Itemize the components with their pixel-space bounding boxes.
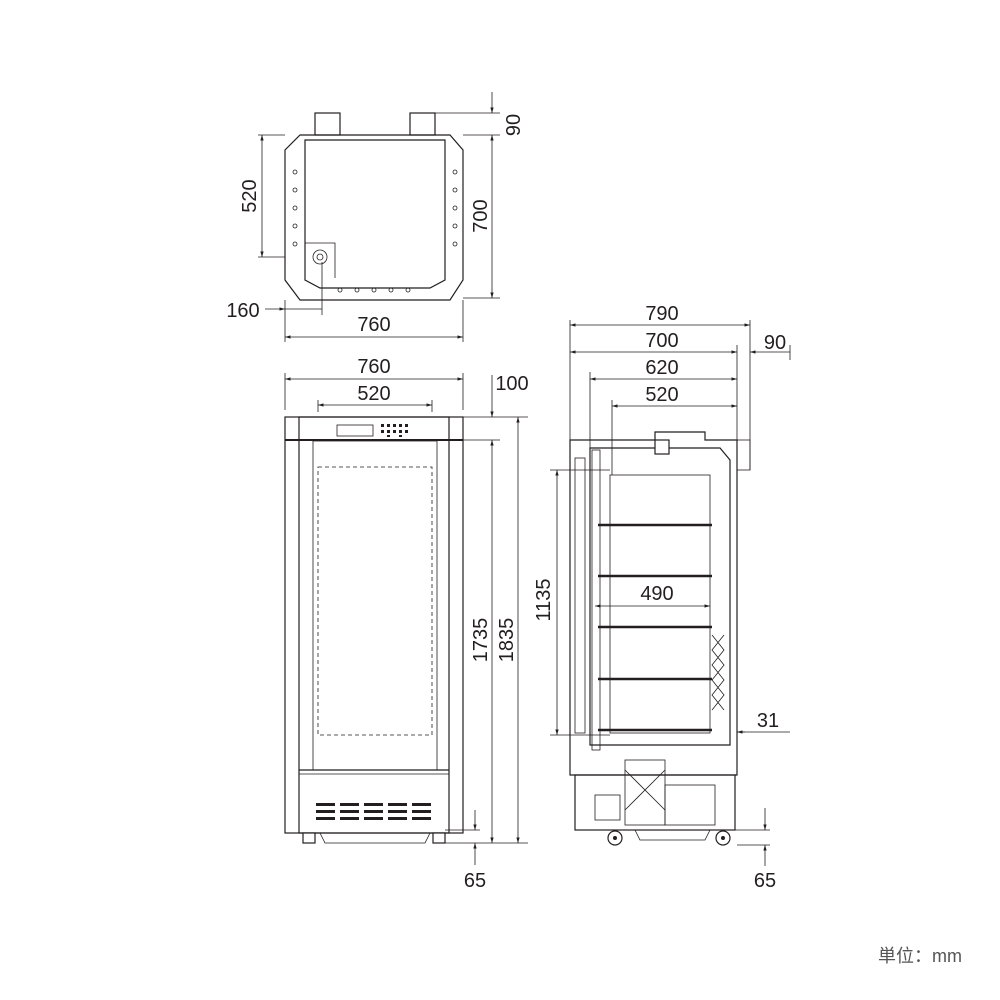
foot <box>302 832 316 844</box>
unit-label: 単位：mm <box>878 946 962 966</box>
dim-label: 1135 <box>533 578 555 621</box>
side-view: 790 700 90 620 520 1135 490 31 65 <box>533 303 791 892</box>
front-view: 760 520 100 1735 1835 65 <box>284 356 529 892</box>
dim-label: 520 <box>645 384 678 406</box>
dim-label: 760 <box>357 314 390 336</box>
door-edge <box>574 457 586 734</box>
vent-grille <box>316 803 431 820</box>
top-body-outline <box>284 134 464 301</box>
dim-label: 90 <box>764 332 786 354</box>
pipe-left <box>314 112 341 136</box>
dim-label: 700 <box>645 330 678 352</box>
dim-label: 520 <box>357 383 390 405</box>
dim-label: 160 <box>226 300 259 322</box>
dim-label: 65 <box>464 870 486 892</box>
fan <box>654 439 670 455</box>
dim-label: 620 <box>645 357 678 379</box>
dim-label: 1835 <box>496 618 518 663</box>
dim-label: 1735 <box>470 618 492 663</box>
top-view: 90 700 520 160 760 <box>226 92 525 342</box>
dim-label: 520 <box>239 179 261 212</box>
dim-label: 65 <box>754 870 776 892</box>
dim-label: 700 <box>470 199 492 232</box>
duct <box>591 449 601 751</box>
shelves <box>598 523 712 732</box>
pipe-right <box>409 112 436 136</box>
hole-row <box>292 169 458 293</box>
dim-label: 100 <box>495 373 528 395</box>
dim-label: 790 <box>645 303 678 325</box>
dim-label: 90 <box>503 114 525 136</box>
dim-label: 760 <box>357 356 390 378</box>
glass-door <box>312 440 438 771</box>
display-panel <box>336 424 374 437</box>
keypad <box>381 424 408 437</box>
foot <box>432 832 446 844</box>
dim-label: 31 <box>757 710 779 732</box>
machine-compartment <box>574 774 736 831</box>
drain-icon <box>312 249 328 265</box>
dim-label: 490 <box>640 583 673 605</box>
